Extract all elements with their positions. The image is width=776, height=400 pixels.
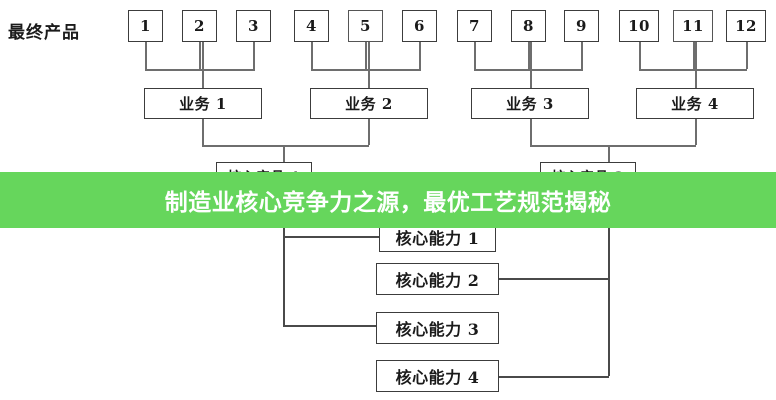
business-box-2: 业务 2 bbox=[310, 88, 428, 119]
connector-branch-capability-4 bbox=[499, 376, 609, 378]
final-products-row-label: 最终产品 bbox=[8, 23, 80, 43]
final-product-box-9: 9 bbox=[564, 10, 599, 42]
connector-stub-business-1 bbox=[202, 119, 204, 145]
connector-branch-capability-1 bbox=[283, 236, 379, 238]
connector-drop-business-4 bbox=[695, 42, 697, 88]
connector-branch-capability-2 bbox=[499, 278, 609, 280]
core-capability-box-3: 核心能力 3 bbox=[376, 312, 499, 344]
connector-stub-business-3 bbox=[530, 119, 532, 145]
final-product-box-8: 8 bbox=[511, 10, 546, 42]
connector-stub-fp10 bbox=[639, 42, 641, 69]
final-product-box-3: 3 bbox=[236, 10, 271, 42]
final-product-box-12: 12 bbox=[726, 10, 766, 42]
final-product-box-4: 4 bbox=[294, 10, 329, 42]
connector-bus-core-product-1 bbox=[202, 145, 369, 147]
banner-title-text: 制造业核心竞争力之源，最优工艺规范揭秘 bbox=[164, 190, 612, 216]
connector-drop-business-1 bbox=[202, 42, 204, 88]
connector-stub-fp1 bbox=[145, 42, 147, 69]
connector-drop-business-2 bbox=[368, 42, 370, 88]
connector-stub-business-4 bbox=[695, 119, 697, 145]
connector-branch-capability-3 bbox=[283, 325, 376, 327]
final-product-box-6: 6 bbox=[402, 10, 437, 42]
connector-bus-b bbox=[311, 69, 421, 71]
connector-stub-business-2 bbox=[368, 119, 370, 145]
connector-stub-fp4 bbox=[311, 42, 313, 69]
final-product-box-10: 10 bbox=[619, 10, 659, 42]
connector-bus-a bbox=[145, 69, 255, 71]
connector-bus-core-product-2 bbox=[530, 145, 696, 147]
final-product-box-1: 1 bbox=[128, 10, 163, 42]
final-product-box-2: 2 bbox=[182, 10, 217, 42]
connector-bus-d bbox=[639, 69, 747, 71]
final-product-box-11: 11 bbox=[673, 10, 713, 42]
connector-stub-fp5 bbox=[365, 42, 367, 69]
connector-stub-fp2 bbox=[199, 42, 201, 69]
connector-stub-fp11 bbox=[693, 42, 695, 69]
business-box-4: 业务 4 bbox=[636, 88, 754, 119]
connector-drop-business-3 bbox=[530, 42, 532, 88]
business-box-1: 业务 1 bbox=[144, 88, 262, 119]
connector-drop-core-product-1 bbox=[283, 145, 285, 162]
connector-trunk-right bbox=[608, 192, 610, 376]
connector-stub-fp9 bbox=[581, 42, 583, 69]
connector-stub-fp8 bbox=[528, 42, 530, 69]
final-product-box-5: 5 bbox=[348, 10, 383, 42]
connector-stub-fp6 bbox=[419, 42, 421, 69]
connector-stub-fp12 bbox=[746, 42, 748, 69]
core-capability-box-4: 核心能力 4 bbox=[376, 360, 499, 392]
connector-bus-c bbox=[474, 69, 583, 71]
connector-stub-fp3 bbox=[253, 42, 255, 69]
final-product-box-7: 7 bbox=[457, 10, 492, 42]
title-banner: 制造业核心竞争力之源，最优工艺规范揭秘 bbox=[0, 172, 776, 228]
business-box-3: 业务 3 bbox=[471, 88, 589, 119]
connector-drop-core-product-2 bbox=[608, 145, 610, 162]
core-capability-box-2: 核心能力 2 bbox=[376, 263, 499, 295]
connector-trunk-left bbox=[283, 192, 285, 325]
connector-stub-fp7 bbox=[474, 42, 476, 69]
